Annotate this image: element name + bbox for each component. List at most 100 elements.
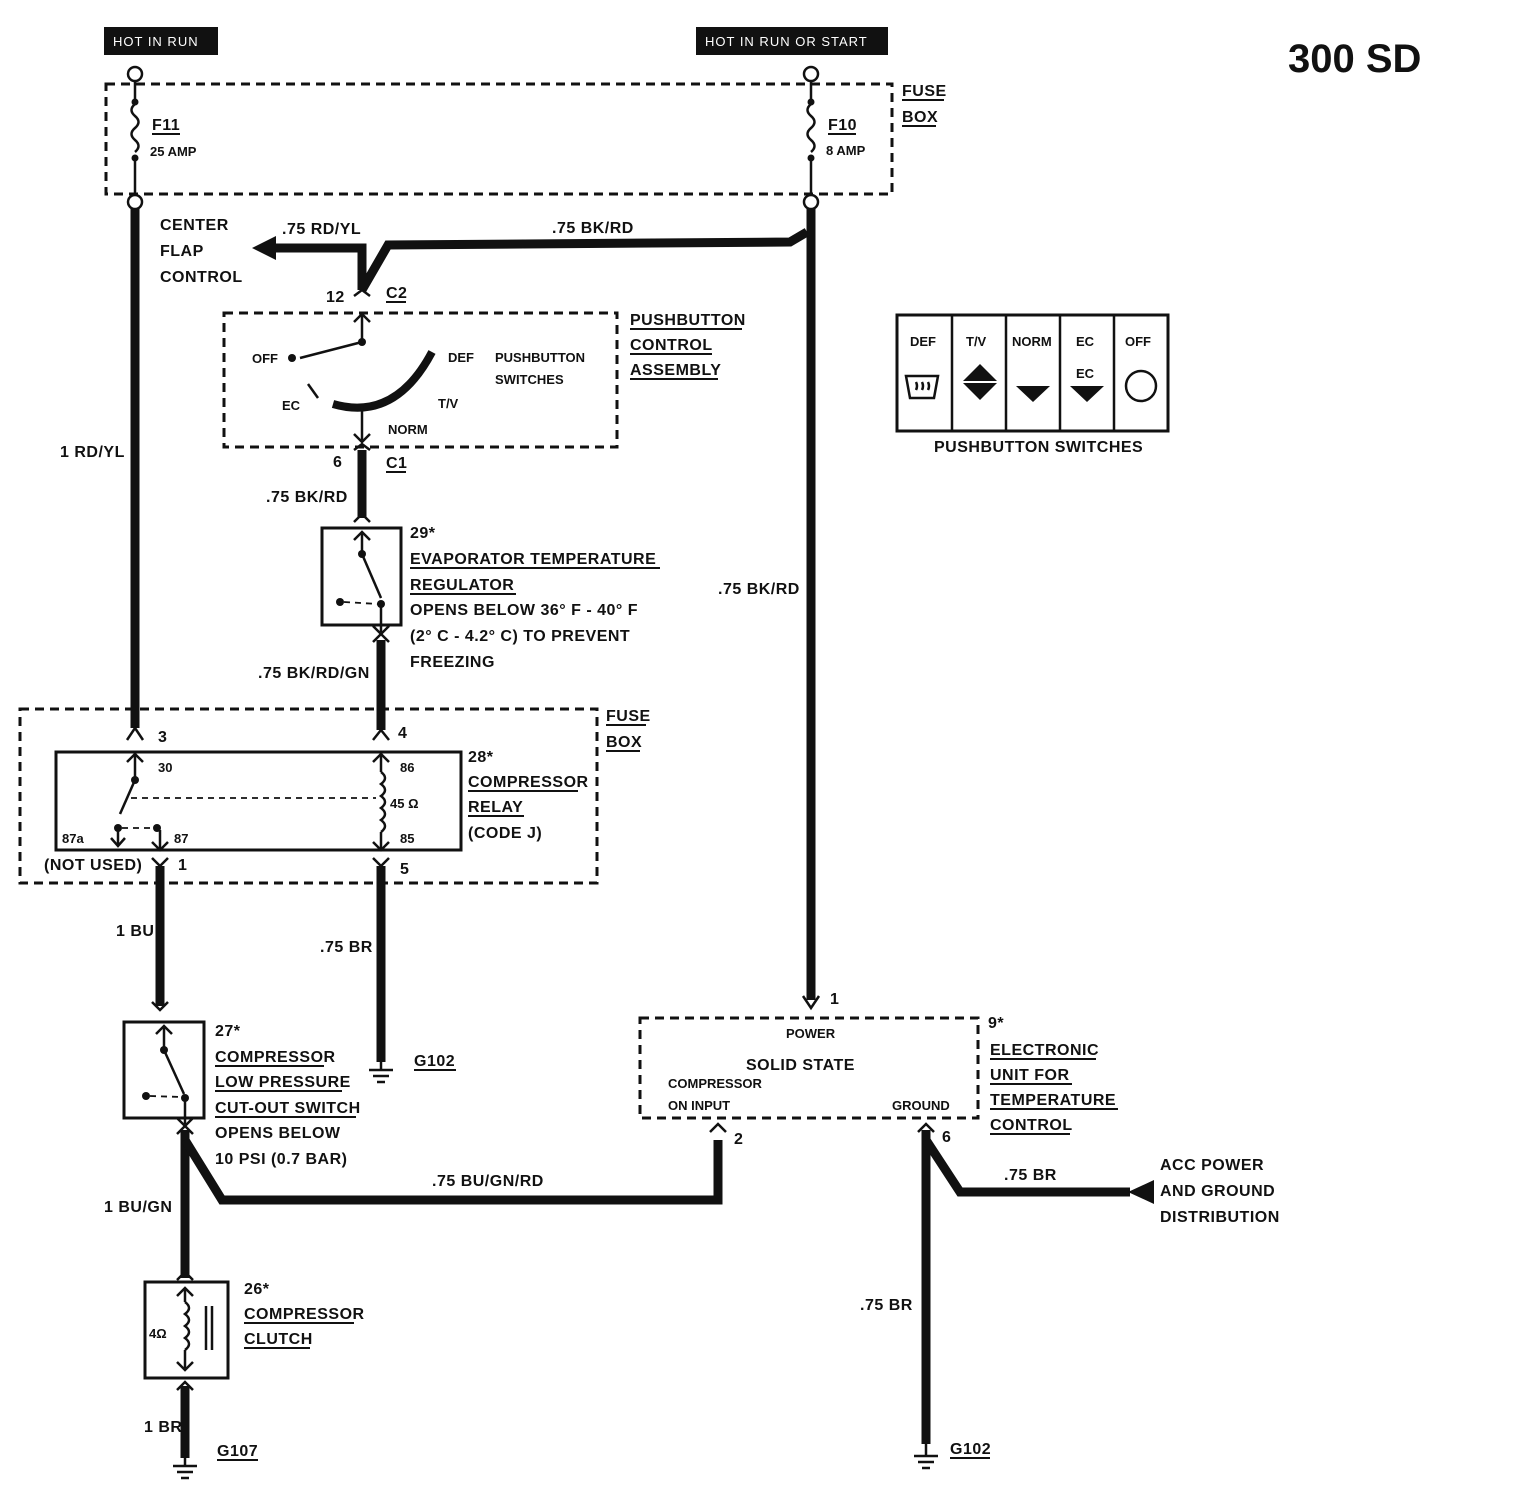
clutch-name-1: COMPRESSOR xyxy=(244,1306,365,1323)
wire-075-bk-rd-gn-label: .75 BK/RD/GN xyxy=(258,665,370,682)
pressure-switch-name-3: CUT-OUT SWITCH xyxy=(215,1100,361,1117)
top-fuse-box-label-1: FUSE xyxy=(902,83,947,100)
pb-switches-1: PUSHBUTTON xyxy=(495,350,585,365)
center-flap-line-2: FLAP xyxy=(160,243,204,260)
panel-button-off: OFF xyxy=(1125,334,1151,349)
ground-g102-a-icon xyxy=(369,1062,393,1084)
pb-ec: EC xyxy=(282,398,301,413)
wire-075-bk-rd-top-label: .75 BK/RD xyxy=(552,220,634,237)
pushbutton-assembly-label-1: PUSHBUTTON xyxy=(630,312,746,329)
acc-arrow-icon xyxy=(1128,1180,1154,1204)
pushbutton-contact-arc xyxy=(331,350,436,412)
c2-pin: 12 xyxy=(326,289,345,306)
pb-def: DEF xyxy=(448,350,474,365)
wire-075-bk-rd-c1-label: .75 BK/RD xyxy=(266,489,348,506)
relay-coil-value: 45 Ω xyxy=(390,796,419,811)
pressure-switch-number: 27* xyxy=(215,1023,241,1040)
wire-075-br-acc-label: .75 BR xyxy=(1004,1167,1057,1184)
wire-075-rd-yl xyxy=(272,243,367,290)
pressure-switch-blade xyxy=(162,1049,186,1095)
relay-switch-blade xyxy=(118,779,137,815)
compressor-relay xyxy=(54,750,463,852)
panel-button-norm: NORM xyxy=(1012,334,1052,349)
electronic-unit-temperature-control xyxy=(638,1016,980,1120)
f11-fuse-icon xyxy=(130,103,140,153)
relay-pin-5: 5 xyxy=(400,861,409,878)
panel-button-ec-sub: EC xyxy=(1076,366,1095,381)
center-flap-line-1: CENTER xyxy=(160,217,229,234)
pushbutton-assembly-label-2: CONTROL xyxy=(630,337,713,354)
relay-t85: 85 xyxy=(400,831,414,846)
lower-fuse-box xyxy=(18,707,599,885)
f11-input-terminal xyxy=(126,65,144,83)
esu-name-1: ELECTRONIC xyxy=(990,1042,1099,1059)
relay-number: 28* xyxy=(468,749,494,766)
wire-075-bu-gn-rd-label: .75 BU/GN/RD xyxy=(432,1173,544,1190)
esu-pin-6: 6 xyxy=(942,1129,951,1146)
pushbutton-switches-caption: PUSHBUTTON SWITCHES xyxy=(934,439,1143,456)
diagram-title: 300 SD xyxy=(1288,37,1421,81)
wire-075-br-ground-label: .75 BR xyxy=(860,1297,913,1314)
f11-name: F11 xyxy=(152,117,180,134)
relay-t86: 86 xyxy=(400,760,414,775)
f11-rating: 25 AMP xyxy=(150,144,197,159)
evaporator-note-1: OPENS BELOW 36° F - 40° F xyxy=(410,602,638,619)
esu-pin-1: 1 xyxy=(830,991,839,1008)
down-arrow-icon xyxy=(1016,386,1050,402)
f10-rating: 8 AMP xyxy=(826,143,866,158)
pushbutton-assembly-label-3: ASSEMBLY xyxy=(630,362,721,379)
hot-in-run-label: HOT IN RUN xyxy=(113,34,199,49)
evaporator-number: 29* xyxy=(410,525,436,542)
acc-line-3: DISTRIBUTION xyxy=(1160,1209,1280,1226)
relay-code: (CODE J) xyxy=(468,825,542,842)
wire-1-rd-yl-label: 1 RD/YL xyxy=(60,444,125,461)
esu-name-3: TEMPERATURE xyxy=(990,1092,1116,1109)
wire-075-rd-yl-label: .75 RD/YL xyxy=(282,221,361,238)
evaporator-temperature-regulator xyxy=(320,526,403,627)
c2-label: C2 xyxy=(386,285,407,302)
lower-fuse-box-label-1: FUSE xyxy=(606,708,651,725)
pushbutton-control-assembly xyxy=(222,311,619,449)
esu-compressor-input-2: ON INPUT xyxy=(668,1098,730,1113)
clutch-coil-value: 4Ω xyxy=(149,1326,167,1341)
panel-button-tv: T/V xyxy=(966,334,987,349)
clutch-number: 26* xyxy=(244,1281,270,1298)
relay-t87a: 87a xyxy=(62,831,84,846)
evaporator-note-2: (2° C - 4.2° C) TO PREVENT xyxy=(410,628,630,645)
relay-name-2: RELAY xyxy=(468,799,523,816)
wire-075-bk-rd-right-label: .75 BK/RD xyxy=(718,581,800,598)
evaporator-name-1: EVAPORATOR TEMPERATURE xyxy=(410,551,656,568)
wire-075-bk-rd-top xyxy=(358,228,810,293)
center-flap-arrow-icon xyxy=(252,236,276,260)
top-fuse-box xyxy=(104,82,894,196)
relay-pin-3: 3 xyxy=(158,729,167,746)
c1-label: C1 xyxy=(386,455,407,472)
evaporator-switch-blade xyxy=(360,553,383,599)
relay-not-used: (NOT USED) xyxy=(44,857,142,874)
top-fuse-box-label-2: BOX xyxy=(902,109,938,126)
esu-pin-2: 2 xyxy=(734,1131,743,1148)
down-arrow-icon xyxy=(1070,386,1104,402)
relay-coil-icon xyxy=(378,771,387,833)
evaporator-note-3: FREEZING xyxy=(410,654,495,671)
relay-pin-1: 1 xyxy=(178,857,187,874)
acc-line-1: ACC POWER xyxy=(1160,1157,1264,1174)
wire-075-br-acc xyxy=(922,1137,1130,1197)
wire-075-bu-gn-rd xyxy=(181,1137,723,1205)
relay-pin-4: 4 xyxy=(398,725,407,742)
esu-name-2: UNIT FOR xyxy=(990,1067,1070,1084)
f10-input-terminal xyxy=(802,65,820,83)
g102-a-label: G102 xyxy=(414,1053,455,1070)
f10-fuse-icon xyxy=(806,103,816,153)
center-flap-line-3: CONTROL xyxy=(160,269,243,286)
compressor-clutch xyxy=(143,1280,230,1380)
pressure-switch-note-2: 10 PSI (0.7 BAR) xyxy=(215,1151,347,1168)
pb-tv: T/V xyxy=(438,396,459,411)
compressor-low-pressure-switch xyxy=(122,1020,206,1120)
pb-switches-2: SWITCHES xyxy=(495,372,564,387)
g107-label: G107 xyxy=(217,1443,258,1460)
ground-g107-icon xyxy=(173,1458,197,1480)
circle-icon xyxy=(1124,369,1158,403)
pushbutton-switch-arm xyxy=(299,340,363,360)
